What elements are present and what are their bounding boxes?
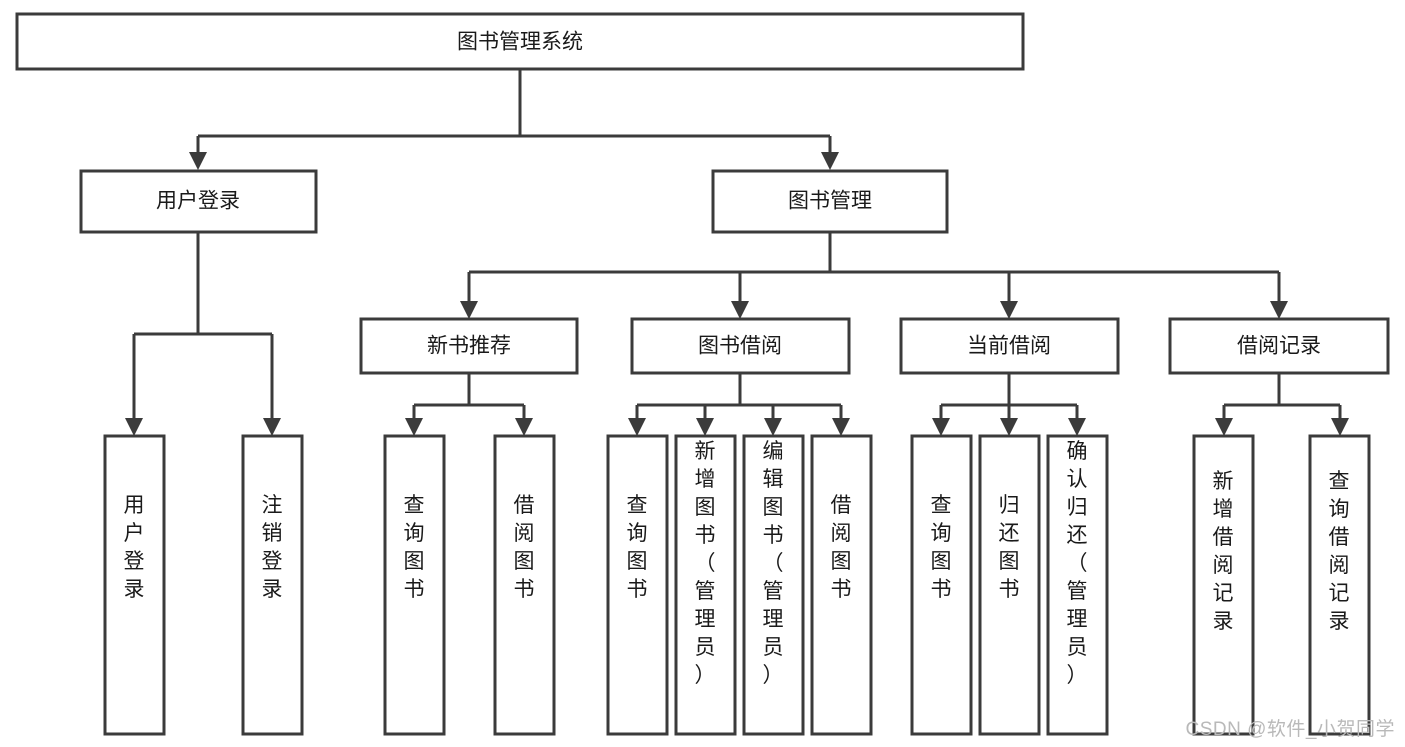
node-book-borrow[interactable]: 图书借阅: [630, 317, 851, 375]
node-root-system-box: [15, 12, 1025, 71]
leaf-book-borrow-3-label: 编辑图书（管理员）: [763, 440, 784, 687]
arrow-head-borrow-leaf-4: [832, 418, 850, 436]
leaf-borrow-record-1-label: 新增借阅记录: [1213, 470, 1234, 633]
leaf-user-login-1[interactable]: 用户登录: [103, 434, 166, 736]
arrow-head-newbook-leaf-1: [405, 418, 423, 436]
arrow-head-current-leaf-2: [1000, 418, 1018, 436]
node-new-book-recommend-label: 新书推荐: [427, 335, 511, 358]
leaf-book-borrow-3-box: [742, 434, 805, 736]
leaf-book-borrow-4[interactable]: 借阅图书: [810, 434, 873, 736]
node-book-manage-box: [711, 169, 949, 234]
connector-group-book-borrow: [628, 373, 850, 436]
arrow-head-record-leaf-1: [1215, 418, 1233, 436]
arrow-head-root-to-user: [189, 152, 207, 170]
leaf-new-book-1-box: [383, 434, 446, 736]
leaf-book-borrow-1[interactable]: 查询图书: [606, 434, 669, 736]
arrow-head-newbook-leaf-2: [515, 418, 533, 436]
leaf-book-borrow-4-box: [810, 434, 873, 736]
leaf-borrow-record-2-label: 查询借阅记录: [1329, 470, 1350, 633]
arrow-head-book-to-l3-3: [1000, 301, 1018, 319]
arrow-head-book-to-l3-1: [460, 301, 478, 319]
node-new-book-recommend[interactable]: 新书推荐: [359, 317, 579, 375]
leaf-borrow-record-1[interactable]: 新增借阅记录: [1192, 434, 1255, 736]
arrow-head-borrow-leaf-1: [628, 418, 646, 436]
leaf-book-borrow-2-box: [674, 434, 737, 736]
leaf-book-borrow-1-box: [606, 434, 669, 736]
node-book-manage[interactable]: 图书管理: [711, 169, 949, 234]
node-book-manage-label: 图书管理: [788, 190, 872, 213]
node-current-borrow-label: 当前借阅: [967, 335, 1051, 358]
arrow-head-book-to-l3-2: [731, 301, 749, 319]
leaf-borrow-record-2-box: [1308, 434, 1371, 736]
leaf-new-book-2-box: [493, 434, 556, 736]
leaf-user-login-1-label: 用户登录: [124, 494, 145, 601]
connector-group-root: [189, 69, 839, 170]
leaf-book-borrow-2[interactable]: 新增图书（管理员）: [674, 434, 737, 736]
leaf-current-borrow-3-box: [1046, 434, 1109, 736]
arrow-head-record-leaf-2: [1331, 418, 1349, 436]
leaf-book-borrow-1-label: 查询图书: [627, 494, 648, 601]
node-root-system[interactable]: 图书管理系统: [15, 12, 1025, 71]
arrow-head-current-leaf-3: [1068, 418, 1086, 436]
arrow-head-root-to-book: [821, 152, 839, 170]
leaf-user-login-2-label: 注销登录: [262, 494, 283, 601]
node-current-borrow[interactable]: 当前借阅: [899, 317, 1120, 375]
arrow-head-current-leaf-1: [932, 418, 950, 436]
leaf-current-borrow-2[interactable]: 归还图书: [978, 434, 1041, 736]
connector-group-current-borrow: [932, 373, 1086, 436]
leaf-new-book-2-label: 借阅图书: [514, 494, 535, 601]
leaf-user-login-1-box: [103, 434, 166, 736]
leaf-borrow-record-1-box: [1192, 434, 1255, 736]
node-root-system-label: 图书管理系统: [457, 31, 583, 54]
leaf-current-borrow-1-label: 查询图书: [931, 494, 952, 601]
leaf-borrow-record-2[interactable]: 查询借阅记录: [1308, 434, 1371, 736]
leaf-current-borrow-2-label: 归还图书: [999, 494, 1020, 601]
leaf-current-borrow-3-label: 确认归还（管理员）: [1067, 440, 1088, 687]
leaf-user-login-2-box: [241, 434, 304, 736]
arrow-head-book-to-l3-4: [1270, 301, 1288, 319]
node-book-borrow-label: 图书借阅: [698, 335, 782, 358]
node-borrow-record-label: 借阅记录: [1237, 335, 1321, 358]
connector-group-borrow-record: [1215, 373, 1349, 436]
connector-group-new-book: [405, 373, 533, 436]
leaf-book-borrow-3[interactable]: 编辑图书（管理员）: [742, 434, 805, 736]
leaf-book-borrow-4-label: 借阅图书: [831, 494, 852, 601]
arrow-head-user-leaf-2: [263, 418, 281, 436]
leaf-new-book-1-label: 查询图书: [404, 494, 425, 601]
arrow-head-borrow-leaf-3: [764, 418, 782, 436]
node-borrow-record[interactable]: 借阅记录: [1168, 317, 1390, 375]
leaf-new-book-1[interactable]: 查询图书: [383, 434, 446, 736]
leaf-book-borrow-2-label: 新增图书（管理员）: [695, 440, 716, 687]
arrow-head-borrow-leaf-2: [696, 418, 714, 436]
leaf-current-borrow-1-box: [910, 434, 973, 736]
node-user-login-label: 用户登录: [156, 190, 240, 213]
leaf-new-book-2[interactable]: 借阅图书: [493, 434, 556, 736]
leaf-current-borrow-1[interactable]: 查询图书: [910, 434, 973, 736]
leaf-current-borrow-3[interactable]: 确认归还（管理员）: [1046, 434, 1109, 736]
leaf-user-login-2[interactable]: 注销登录: [241, 434, 304, 736]
node-new-book-recommend-box: [359, 317, 579, 375]
node-user-login-box: [79, 169, 318, 234]
node-borrow-record-box: [1168, 317, 1390, 375]
connector-group-user-login: [125, 233, 281, 436]
node-user-login[interactable]: 用户登录: [79, 169, 318, 234]
leaf-current-borrow-2-box: [978, 434, 1041, 736]
arrow-head-user-leaf-1: [125, 418, 143, 436]
node-current-borrow-box: [899, 317, 1120, 375]
connector-group-book-manage: [460, 233, 1288, 319]
node-book-borrow-box: [630, 317, 851, 375]
